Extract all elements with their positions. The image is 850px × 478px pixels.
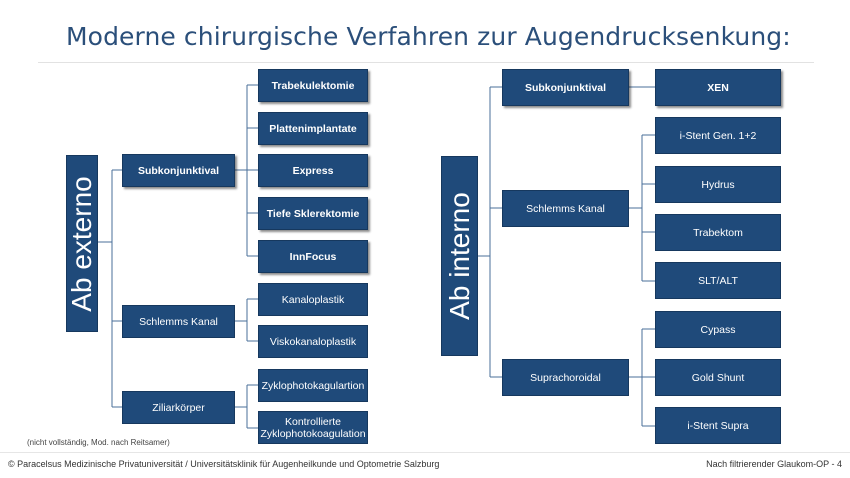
istent-gen-node: i-Stent Gen. 1+2 <box>655 117 781 154</box>
hydrus-node: Hydrus <box>655 166 781 203</box>
trabektom-node: Trabektom <box>655 214 781 251</box>
externo-subkonjunktival: Subkonjunktival <box>122 154 235 187</box>
istent-supra-node: i-Stent Supra <box>655 407 781 444</box>
externo-ziliarkoerper: Ziliarkörper <box>122 391 235 424</box>
externo-schlemms-kanal: Schlemms Kanal <box>122 305 235 338</box>
zyklophotokagulartion-node: Zyklophotokagulartion <box>258 369 368 402</box>
footer-divider <box>0 452 850 453</box>
interno-suprachoroidal: Suprachoroidal <box>502 359 629 396</box>
title-divider <box>38 62 814 63</box>
kanaloplastik-node: Kanaloplastik <box>258 283 368 316</box>
innfocus-node: InnFocus <box>258 240 368 273</box>
page-title: Moderne chirurgische Verfahren zur Augen… <box>66 22 791 51</box>
ab-interno-root: Ab interno <box>441 156 478 356</box>
ab-externo-root: Ab externo <box>66 155 98 332</box>
xen-node: XEN <box>655 69 781 106</box>
gold-shunt-node: Gold Shunt <box>655 359 781 396</box>
interno-subkonjunktival: Subkonjunktival <box>502 69 629 106</box>
interno-schlemms-kanal: Schlemms Kanal <box>502 190 629 227</box>
kontrollierte-zyklophotokoagulation-node: Kontrollierte Zyklophotokoagulation <box>258 411 368 444</box>
footer-slide-info: Nach filtrierender Glaukom-OP - 4 <box>706 459 842 469</box>
express-node: Express <box>258 154 368 187</box>
source-note: (nicht vollständig, Mod. nach Reitsamer) <box>27 438 170 447</box>
trabekulektomie-node: Trabekulektomie <box>258 69 368 102</box>
cypass-node: Cypass <box>655 311 781 348</box>
slt-alt-node: SLT/ALT <box>655 262 781 299</box>
footer-copyright: © Paracelsus Medizinische Privatuniversi… <box>8 459 440 469</box>
plattenimplantate-node: Plattenimplantate <box>258 112 368 145</box>
tiefe-sklerektomie-node: Tiefe Sklerektomie <box>258 197 368 230</box>
viskokanaloplastik-node: Viskokanaloplastik <box>258 325 368 358</box>
